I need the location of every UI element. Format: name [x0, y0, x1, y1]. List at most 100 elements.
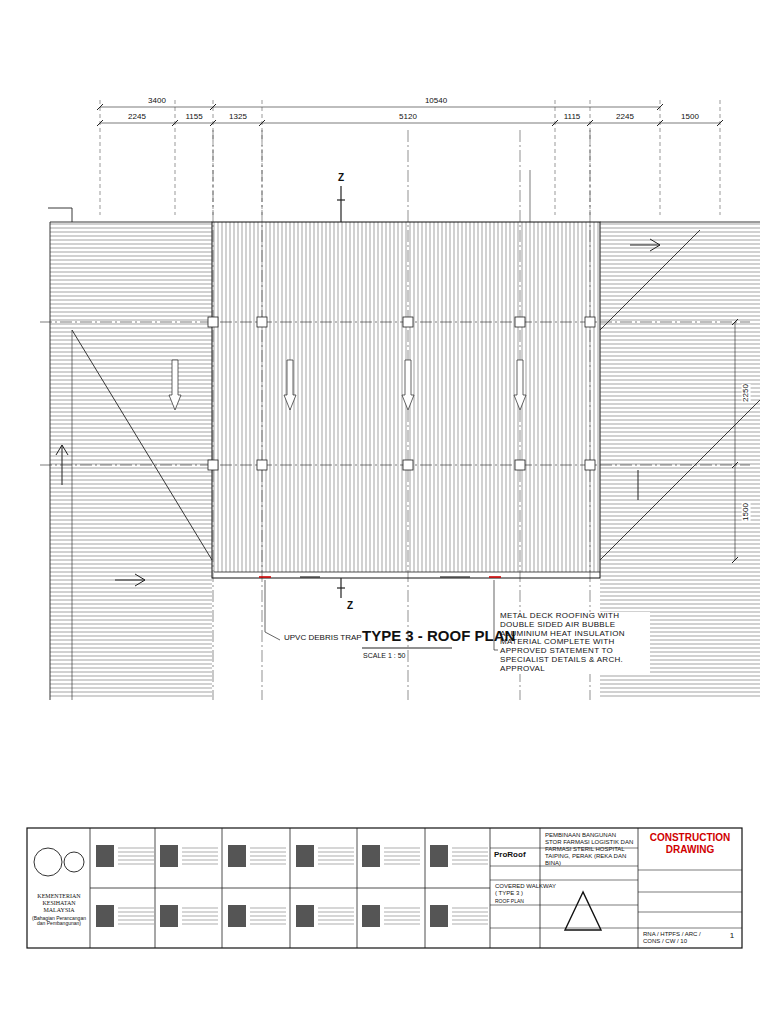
section-line — [340, 186, 341, 222]
extension-line — [262, 100, 263, 215]
consultant-logo — [430, 905, 448, 927]
roof-rib — [586, 222, 587, 572]
cell-heading: RNA / HTPFS / ARC / CONS / CW / 10 — [643, 931, 719, 945]
column-mark — [515, 317, 525, 327]
roof-rib — [50, 452, 212, 453]
roof-rib — [246, 222, 247, 572]
consultant-details — [250, 852, 286, 853]
roof-rib — [50, 504, 212, 505]
roof-rib — [478, 222, 479, 572]
roof-rib — [600, 252, 760, 253]
roof-rib — [50, 292, 212, 293]
roof-rib — [366, 222, 367, 572]
roof-rib — [50, 268, 212, 269]
roof-rib — [50, 508, 212, 509]
consultant-details — [250, 908, 286, 909]
roof-rib — [50, 568, 212, 569]
roof-rib — [582, 222, 583, 572]
consultant-details — [318, 848, 354, 849]
leader-line — [265, 580, 280, 640]
roof-rib — [50, 528, 212, 529]
roof-rib — [450, 222, 451, 572]
roof-rib — [50, 228, 212, 229]
column-mark — [257, 317, 267, 327]
slope-arrow — [630, 239, 660, 251]
roof-edge — [72, 208, 73, 222]
roof-rib — [600, 496, 760, 497]
roof-rib — [600, 340, 760, 341]
roof-rib — [600, 528, 760, 529]
roof-rib — [466, 222, 467, 572]
consultant-logo — [228, 905, 246, 927]
roof-rib — [600, 400, 760, 401]
roof-rib — [50, 624, 212, 625]
roof-rib — [600, 312, 760, 313]
roof-rib — [554, 222, 555, 572]
roof-rib — [50, 316, 212, 317]
consultant-details — [452, 860, 488, 861]
roof-rib — [50, 644, 212, 645]
consultant-logo — [296, 845, 314, 867]
crest — [64, 852, 84, 872]
roof-rib — [600, 456, 760, 457]
consultant-details — [318, 924, 354, 925]
roof-rib — [430, 222, 431, 572]
roof-rib — [600, 380, 760, 381]
roof-rib — [600, 472, 760, 473]
consultant-details — [118, 856, 154, 857]
roof-rib — [50, 540, 212, 541]
roof-rib — [350, 222, 351, 572]
cell-heading: KEMENTERIAN KESIHATAN MALAYSIA — [32, 893, 86, 914]
roof-rib — [50, 252, 212, 253]
column-mark — [208, 460, 218, 470]
roof-rib — [254, 222, 255, 572]
crest — [34, 848, 62, 876]
dimension-text: 5120 — [399, 113, 417, 122]
roof-rib — [50, 500, 212, 501]
roof-rib — [542, 222, 543, 572]
roof-rib — [50, 240, 212, 241]
extension-line — [213, 100, 214, 215]
roof-rib — [600, 332, 760, 333]
roof-edge — [530, 170, 531, 222]
slope-arrow — [115, 574, 145, 586]
slope-arrow — [284, 360, 296, 410]
roof-rib — [50, 576, 212, 577]
consultant-details — [250, 860, 286, 861]
roof-plan — [40, 130, 760, 700]
roof-rib — [50, 488, 212, 489]
title-block-rule — [490, 928, 638, 929]
roof-rib — [422, 222, 423, 572]
roof-rib — [50, 628, 212, 629]
consultant-details — [118, 908, 154, 909]
roof-rib — [454, 222, 455, 572]
roof-rib — [50, 444, 212, 445]
roof-rib — [600, 232, 760, 233]
slope-arrow — [638, 470, 639, 500]
roof-rib — [600, 532, 760, 533]
roof-rib — [50, 552, 212, 553]
title-underline — [362, 647, 452, 648]
roof-rib — [462, 222, 463, 572]
dimension-text: 1325 — [229, 113, 247, 122]
roof-rib — [600, 376, 760, 377]
roof-rib — [50, 532, 212, 533]
consultant-logo — [362, 905, 380, 927]
title-block-cell: RNA / HTPFS / ARC / CONS / CW / 10 — [639, 928, 723, 948]
roof-rib — [570, 222, 571, 572]
consultant-details — [118, 924, 154, 925]
title-block-rule — [490, 905, 638, 906]
roof-rib — [506, 222, 507, 572]
title-block-rule — [638, 892, 742, 893]
consultant-details — [318, 908, 354, 909]
consultant-details — [318, 916, 354, 917]
roof-rib — [600, 680, 760, 681]
drawing-label: UPVC DEBRIS TRAP — [283, 634, 363, 643]
roof-rib — [50, 620, 212, 621]
roof-rib — [50, 588, 212, 589]
roof-rib — [50, 680, 212, 681]
roof-rib — [50, 244, 212, 245]
dimension-tick — [732, 319, 738, 325]
title-block-cell: 1 — [723, 928, 741, 947]
roof-rib — [50, 396, 212, 397]
